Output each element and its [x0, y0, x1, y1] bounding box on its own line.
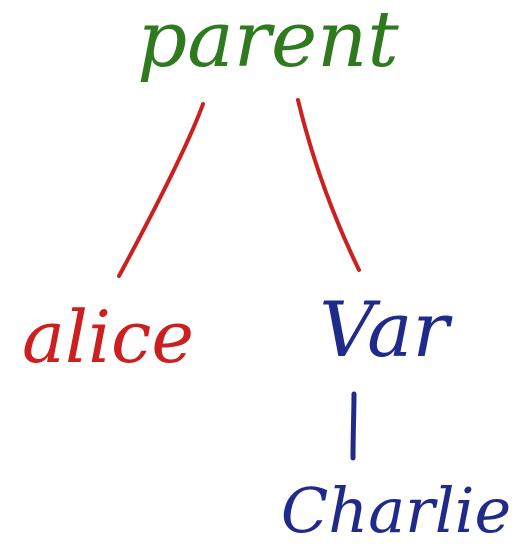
node-var-label: Var — [319, 285, 453, 374]
edge-var-charlie — [350, 391, 357, 461]
node-alice-label: alice — [22, 295, 194, 379]
node-parent-label: parent — [137, 0, 399, 85]
edge-parent-var — [296, 98, 361, 272]
edge-parent-alice — [117, 102, 205, 278]
node-charlie-label: Charlie — [281, 474, 511, 544]
